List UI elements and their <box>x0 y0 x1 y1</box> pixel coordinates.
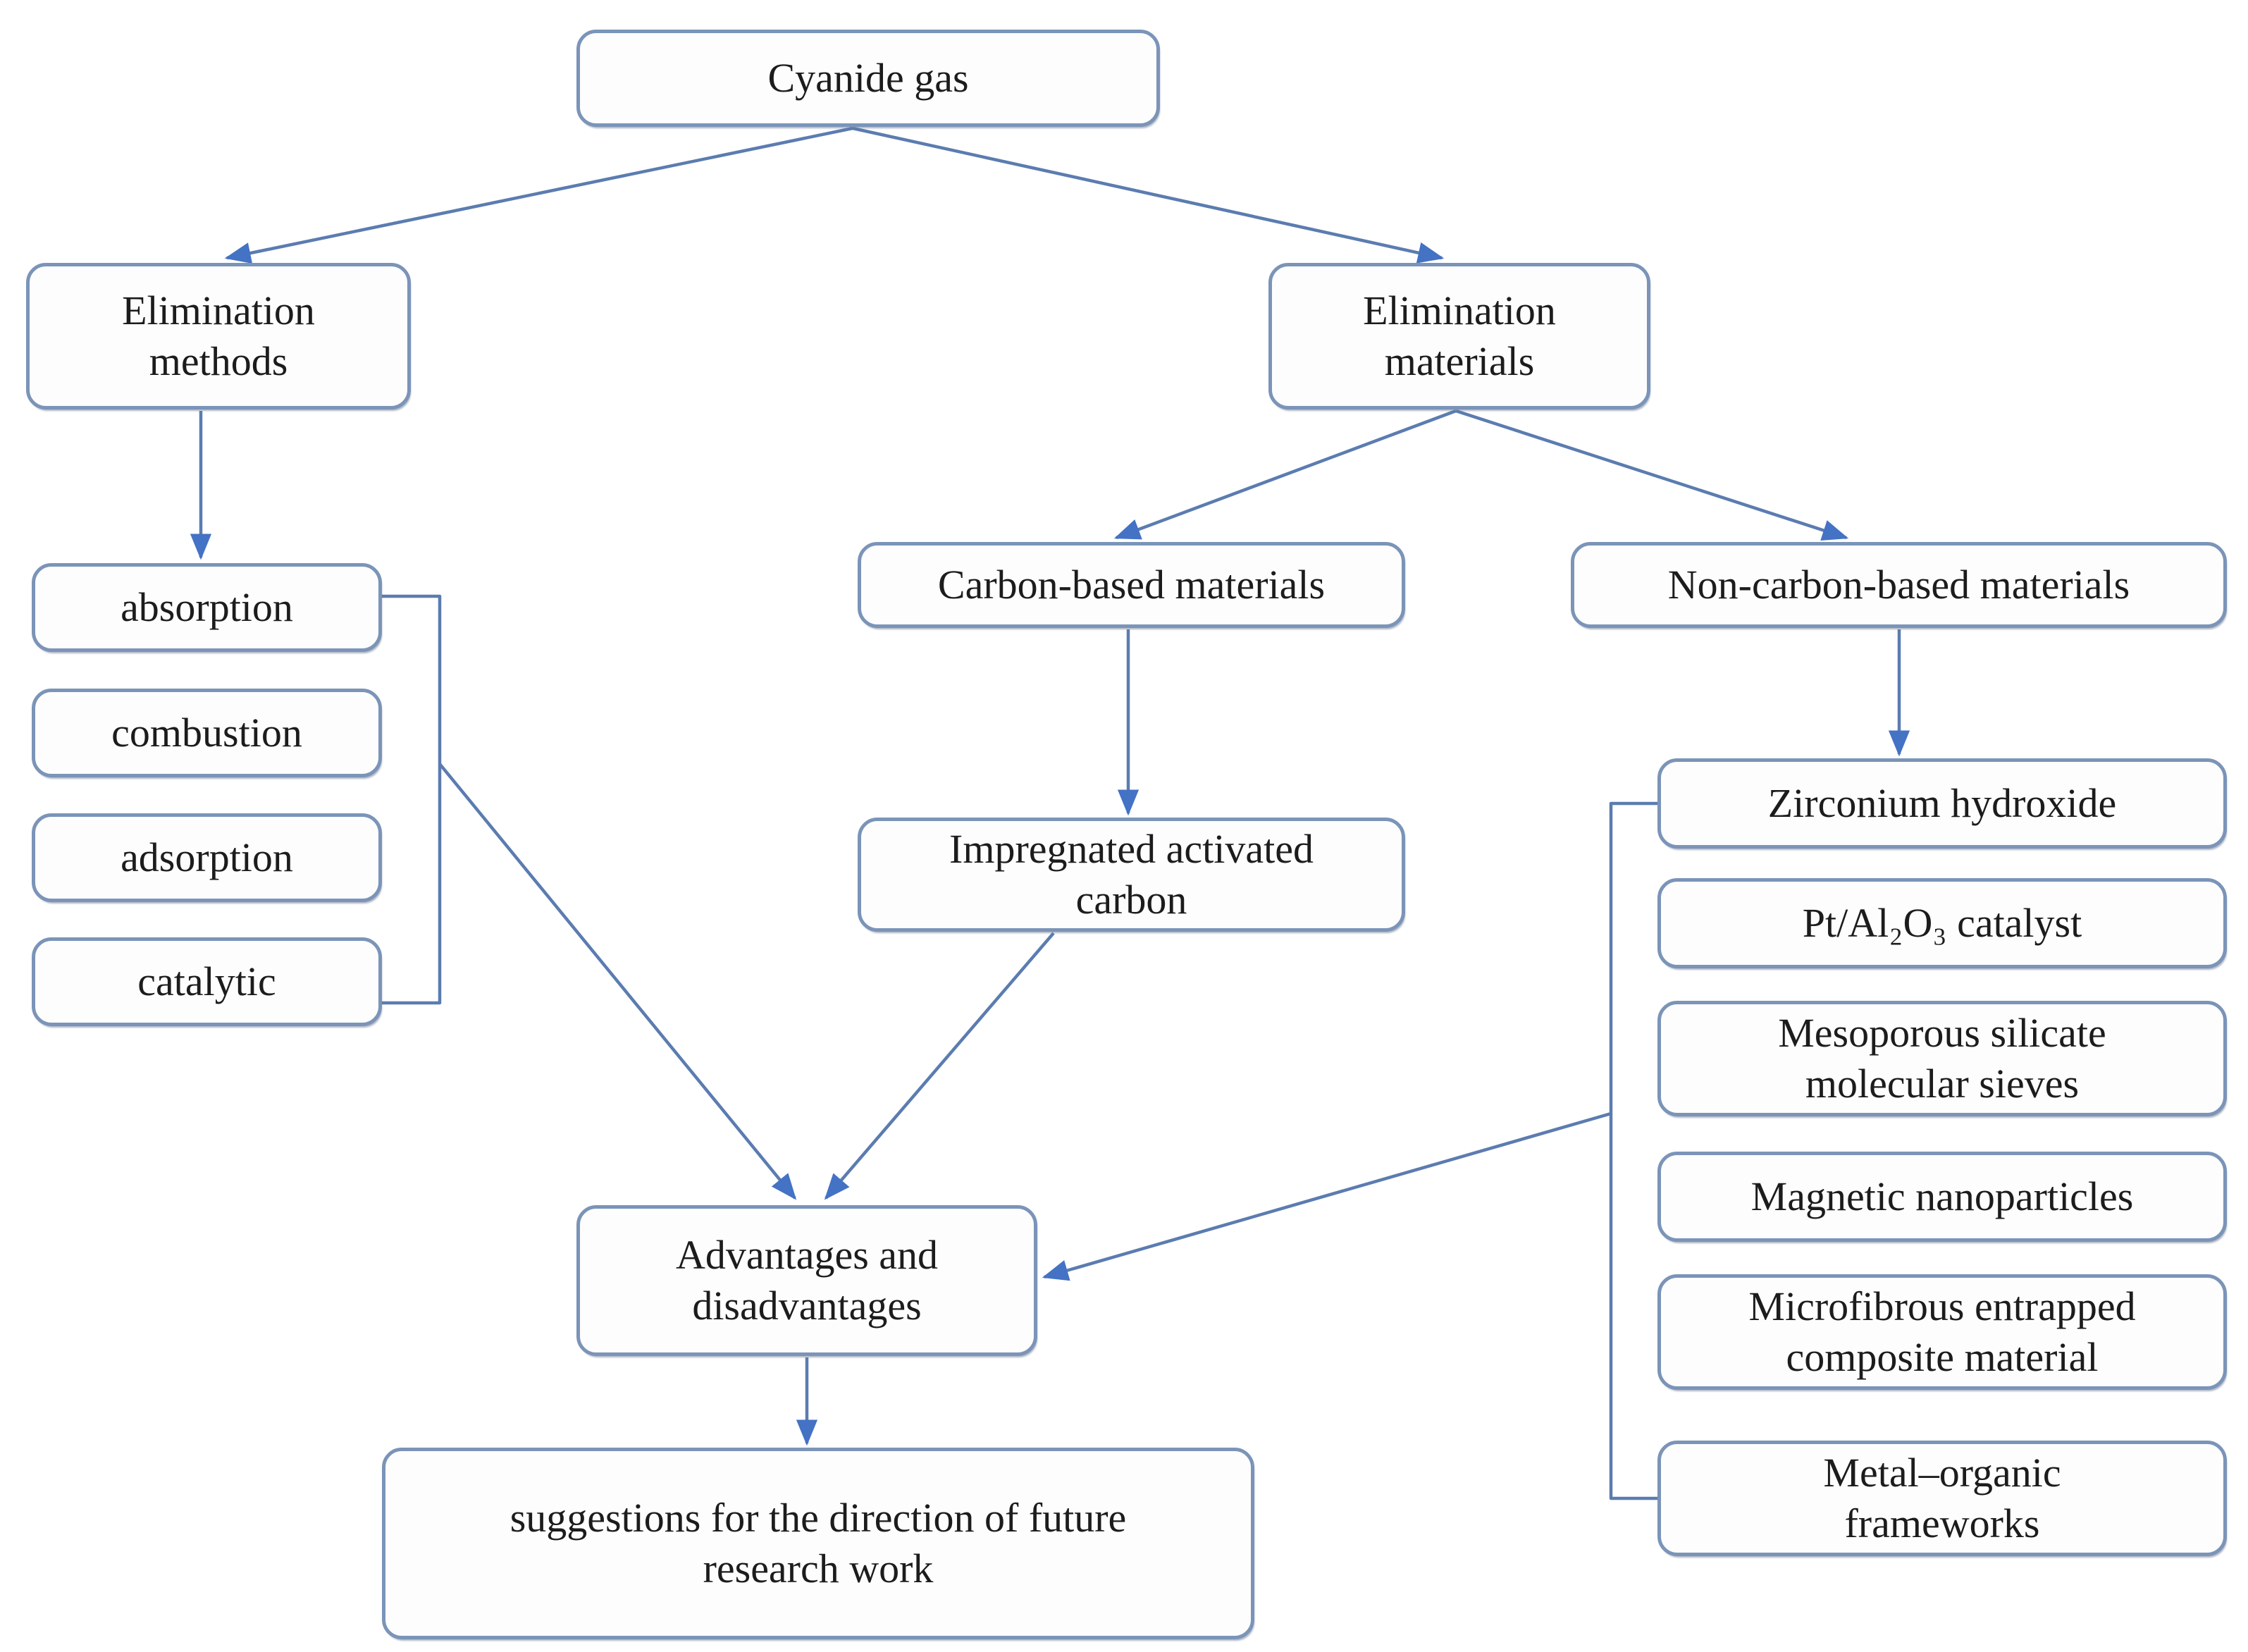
bracket-noncarbon-group <box>1609 801 1657 1500</box>
node-label: adsorption <box>121 834 293 880</box>
node-pt-al2o3-catalyst: Pt/Al₂O₃ catalyst <box>1657 878 2227 968</box>
node-zirconium-hydroxide: Zirconium hydroxide <box>1657 758 2227 849</box>
connector-cyanide-to-methods <box>224 126 853 264</box>
connector-impregnated-to-advantages <box>824 932 1055 1200</box>
node-label: combustion <box>111 709 302 756</box>
node-magnetic-nanoparticles: Magnetic nanoparticles <box>1657 1152 2227 1242</box>
node-combustion: combustion <box>32 689 382 777</box>
node-label: Non-carbon-based materials <box>1667 561 2130 608</box>
node-catalytic: catalytic <box>32 937 382 1026</box>
connector-noncarbon-group-to-advantages <box>1042 1111 1612 1281</box>
node-cyanide-gas: Cyanide gas <box>576 30 1160 127</box>
node-label: Pt/Al₂O₃ catalyst <box>1802 899 2082 946</box>
node-label: absorption <box>121 584 293 630</box>
node-label: Carbon-based materials <box>937 561 1326 608</box>
connector-methods-group-to-advantages <box>438 763 797 1200</box>
node-non-carbon-based-materials: Non-carbon-based materials <box>1571 542 2227 628</box>
node-carbon-based-materials: Carbon-based materials <box>858 542 1405 628</box>
node-label: catalytic <box>137 958 276 1004</box>
connector-cyanide-to-materials <box>852 126 1445 264</box>
node-adsorption: adsorption <box>32 813 382 902</box>
node-label: Magnetic nanoparticles <box>1750 1173 2134 1219</box>
node-label: Cyanide gas <box>767 54 969 101</box>
connector-materials-to-noncarbon <box>1455 409 1849 541</box>
node-label: Zirconium hydroxide <box>1767 779 2117 826</box>
connector-materials-to-carbon <box>1113 409 1457 540</box>
node-absorption: absorption <box>32 563 382 652</box>
bracket-methods-group <box>382 594 442 1005</box>
